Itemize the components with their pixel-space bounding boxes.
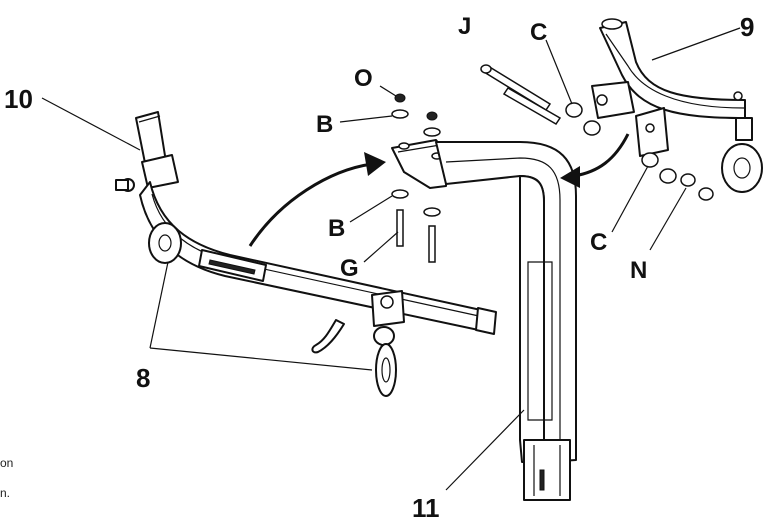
- label-hw-C-top: C: [530, 19, 547, 46]
- hw-C-washer-bottom-1: [641, 152, 659, 168]
- margin-text-line-1: on: [0, 456, 13, 470]
- hw-C-washer-top-1: [565, 102, 583, 118]
- motion-arrows: [248, 133, 630, 247]
- hw-B-washer-bottom-right: [423, 207, 441, 217]
- arrow-head-left: [364, 152, 386, 176]
- hw-C-washer-bottom-2: [659, 168, 677, 184]
- hw-B-washer-bottom-left: [391, 189, 409, 199]
- hw-B-washer-top-right: [423, 127, 441, 137]
- hw-J-bolt-upper: [480, 64, 552, 112]
- hw-G-bolt-right: [428, 225, 436, 263]
- hw-O-nut-left: [394, 93, 406, 103]
- label-part-11: 11: [412, 493, 440, 523]
- part-10-left-frame: [115, 111, 497, 397]
- hw-J-bolt-lower: [502, 86, 562, 126]
- hw-O-nut-right: [426, 111, 438, 121]
- hw-G-bolt-left: [396, 209, 404, 247]
- leader-lines: [41, 27, 741, 491]
- hardware: [391, 64, 714, 263]
- label-hw-B-bottom: B: [328, 215, 345, 242]
- label-hw-G: G: [340, 255, 359, 282]
- label-part-9: 9: [740, 12, 754, 42]
- label-hw-O: O: [354, 65, 373, 92]
- part-9-right-frame: [591, 18, 763, 193]
- arrow-head-right: [560, 166, 580, 188]
- label-hw-N: N: [630, 257, 647, 284]
- part-11-main-upright: [391, 139, 577, 501]
- margin-text-line-2: n.: [0, 486, 10, 500]
- callout-labels: 10 9 8 11 O B B G J C C N: [4, 12, 754, 523]
- hw-C-washer-top-2: [583, 120, 601, 136]
- hw-N-nut-2: [698, 187, 714, 201]
- label-part-10: 10: [4, 84, 33, 114]
- label-hw-B-top: B: [316, 111, 333, 138]
- margin-text-fragments: on n.: [0, 456, 13, 500]
- label-hw-C-bottom: C: [590, 229, 607, 256]
- hw-N-nut-1: [680, 173, 696, 187]
- label-hw-J: J: [458, 13, 471, 40]
- label-part-8: 8: [136, 363, 150, 393]
- hw-B-washer-top-left: [391, 109, 409, 119]
